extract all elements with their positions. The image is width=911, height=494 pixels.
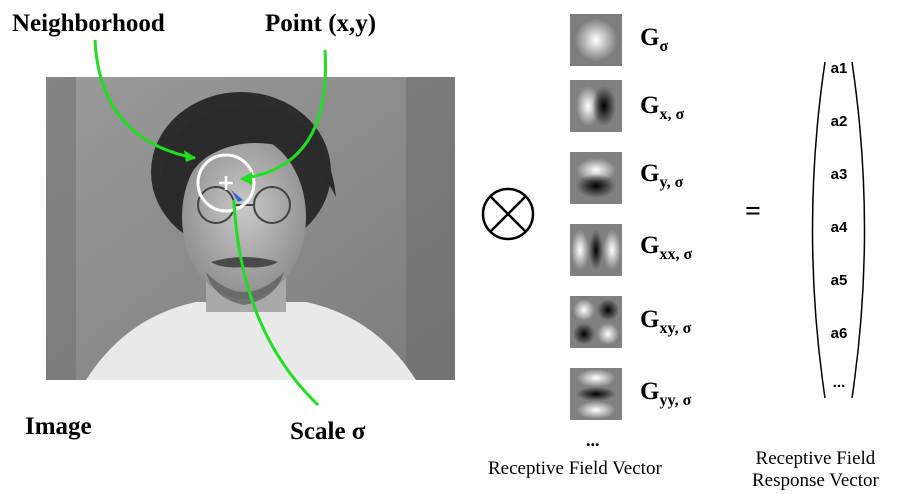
vector-item-a2: a2 (830, 113, 848, 130)
vector-right-paren (851, 61, 866, 399)
response-vector-caption-line2: Response Vector (752, 470, 879, 491)
scale-label: Scale σ (290, 418, 366, 445)
vector-item-a5: a5 (830, 272, 848, 289)
scale-arrow (232, 199, 320, 407)
pointer-arrowhead (231, 190, 243, 202)
kernel-gxx (570, 224, 622, 276)
kernel-label-gxy: Gxy, σ (640, 306, 692, 337)
neighborhood-arrow (93, 39, 196, 160)
neighborhood-label: Neighborhood (12, 10, 165, 37)
vector-item-a3: a3 (830, 166, 848, 183)
face-image (46, 77, 455, 380)
kernel-label-gxx: Gxx, σ (640, 232, 693, 263)
vector-item-a4: a4 (830, 219, 848, 236)
kernel-g-sigma (570, 14, 622, 66)
point-label: Point (x,y) (265, 10, 377, 37)
kernel-label-g-sigma: Gσ (640, 24, 669, 55)
image-label: Image (25, 413, 92, 440)
kernel-gyy (570, 368, 622, 420)
kernel-gxy (570, 296, 622, 348)
vector-item-a1: a1 (830, 60, 848, 77)
neighborhood-circle (196, 153, 256, 213)
vector-item-a6: a6 (830, 325, 848, 342)
response-vector-caption-line1: Receptive Field (755, 448, 876, 469)
vector-item-ellipsis: ... (832, 374, 846, 391)
kernel-gx (570, 80, 622, 132)
point-arrowhead (240, 172, 252, 185)
response-vector-caption: Receptive Field Response Vector (752, 448, 879, 492)
crosshair-icon (219, 176, 233, 190)
kernel-ellipsis: ... (586, 430, 600, 450)
neighborhood-arrowhead (184, 150, 196, 162)
equals-sign: = (745, 196, 761, 227)
receptive-field-vector-caption: Receptive Field Vector (488, 458, 662, 479)
kernel-label-gy: Gy, σ (640, 160, 684, 191)
vector-left-paren (811, 61, 826, 399)
kernel-label-gx: Gx, σ (640, 92, 685, 123)
point-arrow (244, 49, 328, 180)
circle-times-icon (481, 187, 535, 241)
kernel-label-gyy: Gyy, σ (640, 378, 692, 409)
kernel-gy (570, 152, 622, 204)
